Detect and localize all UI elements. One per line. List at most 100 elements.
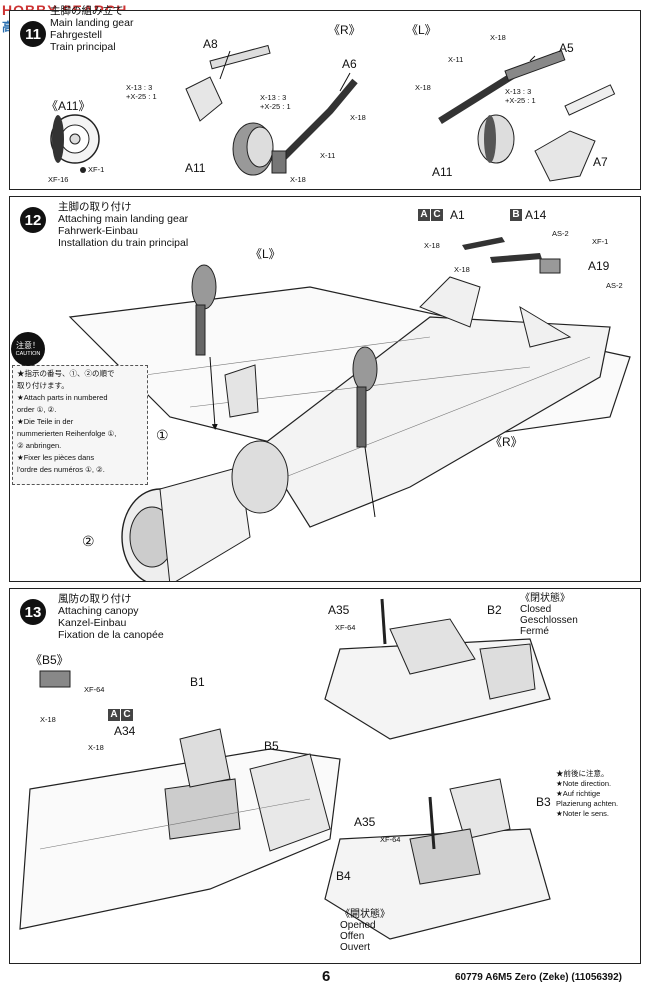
title-jp: 風防の取り付け	[58, 593, 132, 605]
footer-title: A6M5 Zero (Zeke)	[485, 972, 569, 983]
footer-code: 60779	[455, 972, 483, 983]
caution-jp: 注意！	[16, 341, 40, 350]
caution-en: CAUTION	[15, 351, 41, 357]
part-a11-r: A11	[185, 161, 206, 175]
version-c: C	[431, 209, 443, 221]
part-a34: A34	[114, 724, 136, 738]
opened-en: Opened	[340, 920, 376, 931]
version-a: A	[108, 709, 120, 721]
caution-line-7: ② anbringen.	[17, 441, 62, 450]
title-fr: Fixation de la canopée	[58, 629, 164, 641]
footer-info: 60779 A6M5 Zero (Zeke) (11056392)	[455, 972, 622, 983]
step-12-panel: 12 主脚の取り付け Attaching main landing gear F…	[9, 196, 641, 582]
opened-fr: Ouvert	[340, 942, 371, 953]
caution-line-4: order ①, ②.	[17, 405, 57, 414]
closed-jp: 《閉状態》	[520, 593, 570, 604]
paint-mix-left: X-13 : 3 +X-25 : 1	[126, 83, 157, 101]
part-b5: B5	[264, 739, 279, 753]
title-en: Main landing gear	[50, 17, 134, 29]
title-de: Fahrgestell	[50, 29, 102, 41]
paint-xf1: XF-1	[592, 237, 609, 246]
caution-line-9: l'ordre des numéros ①, ②.	[17, 465, 105, 474]
step-13-number: 13	[20, 599, 46, 625]
closed-de: Geschlossen	[520, 615, 578, 626]
view-r: 《R》	[328, 23, 361, 37]
paint-as2-b: AS-2	[606, 281, 623, 290]
part-a5: A5	[559, 41, 574, 55]
step-12-titles: 主脚の取り付け Attaching main landing gear Fahr…	[58, 201, 188, 249]
part-a1: A1	[450, 208, 465, 222]
paint-xf1: XF-1	[80, 165, 104, 174]
direction-note: ★前後に注意。 ★Note direction. ★Auf richtige P…	[556, 769, 618, 819]
view-a11: 《A11》	[46, 99, 91, 113]
part-b1: B1	[190, 675, 205, 689]
note-de-1: ★Auf richtige	[556, 789, 601, 798]
caution-icon: 注意！ CAUTION	[11, 332, 45, 366]
title-de: Fahrwerk-Einbau	[58, 225, 138, 237]
view-l: 《L》	[406, 23, 437, 37]
version-b-badge: B	[510, 209, 522, 221]
view-b5: 《B5》	[30, 653, 69, 667]
step-11-titles: 主脚の組み立て Main landing gear Fahrgestell Tr…	[50, 5, 133, 53]
paint-x18-a: X-18	[40, 715, 56, 724]
page-number: 6	[322, 968, 331, 985]
paint-xf64-a: XF-64	[84, 685, 105, 694]
paint-dot	[80, 167, 86, 174]
view-l: 《L》	[250, 247, 281, 261]
note-en: ★Note direction.	[556, 779, 612, 788]
step-13-illustration	[19, 598, 551, 940]
caution-line-5: ★Die Teile in der	[17, 417, 74, 426]
note-fr: ★Noter le sens.	[556, 809, 609, 818]
caution-line-8: ★Fixer les pièces dans	[17, 453, 95, 462]
paint-x11-a: X-11	[320, 151, 336, 160]
step-12-illustration	[68, 237, 631, 581]
title-fr: Installation du train principal	[58, 237, 189, 249]
version-a: A	[418, 209, 430, 221]
step-11-panel: 11 主脚の組み立て Main landing gear Fahrgestell…	[9, 5, 641, 190]
part-a7: A7	[593, 155, 608, 169]
title-de: Kanzel-Einbau	[58, 617, 127, 629]
part-a8: A8	[203, 37, 218, 51]
view-r: 《R》	[490, 435, 523, 449]
paint-xf16-label: XF-16	[48, 175, 69, 184]
caution-line-2: 取り付けます。	[17, 381, 69, 390]
closed-en: Closed	[520, 604, 552, 615]
paint-as2-a: AS-2	[552, 229, 569, 238]
opened-note: 《開状態》 Opened Offen Ouvert	[340, 909, 390, 953]
part-b2: B2	[487, 603, 502, 617]
caution-box: 注意！ CAUTION ★指示の番号、①、②の順で 取り付けます。 ★Attac…	[11, 332, 148, 485]
part-a14: A14	[525, 208, 547, 222]
part-a6: A6	[342, 57, 357, 71]
paint-x11-b: X-11	[448, 55, 464, 64]
paint-xf64-b: XF-64	[335, 623, 356, 632]
note-jp: ★前後に注意。	[556, 769, 609, 778]
part-a35-top: A35	[328, 603, 350, 617]
paint-x18-b: X-18	[454, 265, 470, 274]
title-fr: Train principal	[50, 41, 116, 53]
marker-one: ①	[156, 427, 169, 443]
marker-two: ②	[82, 533, 95, 549]
paint-x18-d: X-18	[415, 83, 431, 92]
title-en: Attaching main landing gear	[58, 213, 189, 225]
title-en: Attaching canopy	[58, 605, 139, 617]
closed-fr: Fermé	[520, 626, 549, 637]
opened-de: Offen	[340, 931, 365, 942]
part-a11-l: A11	[432, 165, 453, 179]
step-13-panel: 13 風防の取り付け Attaching canopy Kanzel-Einba…	[9, 588, 641, 964]
paint-xf64-c: XF-64	[380, 835, 401, 844]
part-a35-bottom: A35	[354, 815, 376, 829]
paint-mix-right: X-13 : 3 +X-25 : 1	[505, 87, 536, 105]
step-11-number: 11	[20, 21, 46, 47]
part-a19: A19	[588, 259, 610, 273]
paint-x18-b: X-18	[290, 175, 306, 184]
opened-jp: 《開状態》	[340, 909, 390, 920]
paint-x18-c: X-18	[490, 33, 506, 42]
step-12-number: 12	[20, 207, 46, 233]
closed-note: 《閉状態》 Closed Geschlossen Fermé	[520, 593, 578, 637]
title-jp: 主脚の組み立て	[50, 5, 124, 17]
step-13-titles: 風防の取り付け Attaching canopy Kanzel-Einbau F…	[58, 593, 164, 641]
paint-x18-b: X-18	[88, 743, 104, 752]
paint-xf16: XF-16	[48, 175, 68, 184]
